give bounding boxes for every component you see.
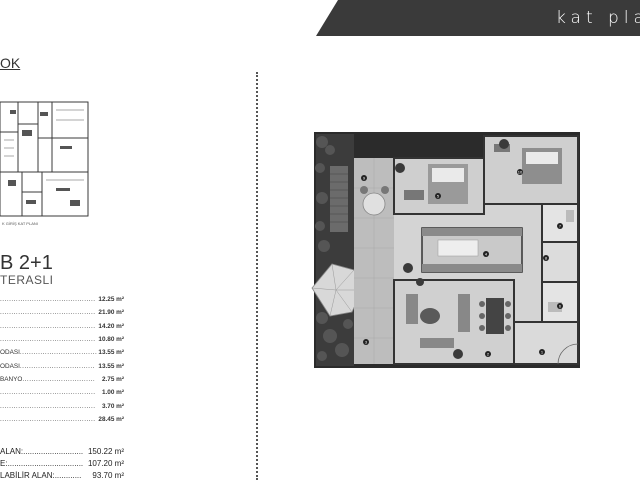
area-row: LABİLİR ALAN:............93.70 m² — [0, 470, 124, 480]
sofa-3 — [420, 338, 454, 348]
hall — [541, 241, 579, 283]
room-row: ........................................… — [0, 336, 124, 344]
room-number: 3 — [365, 340, 368, 345]
unit-type-title: B 2+1 — [0, 252, 53, 274]
room-number: 4 — [485, 252, 488, 257]
room-number: 8 — [545, 256, 548, 261]
unit-type-subtitle: TERASLI — [0, 273, 54, 287]
room-row: ........................................… — [0, 309, 124, 317]
header-banner: kat pla — [316, 0, 640, 36]
room-row: ........................................… — [0, 389, 124, 397]
header-title: kat pla — [556, 8, 640, 28]
sofa-2 — [458, 294, 470, 332]
banner-shape — [316, 0, 640, 36]
terrace-table — [362, 192, 386, 216]
floor-plan: 1 2 3 4 5 6 7 8 9 10 — [311, 132, 580, 368]
room-row: BANYO................................2.7… — [0, 375, 124, 383]
area-row: E:..................................107.… — [0, 458, 124, 468]
entrance — [513, 321, 579, 365]
room-number: 5 — [437, 194, 440, 199]
key-plan-caption: K GİRİŞ KAT PLANI — [2, 221, 38, 226]
entrance-door — [557, 343, 579, 365]
indoor-plants — [395, 139, 509, 359]
key-plan-thumbnail — [0, 101, 89, 217]
vertical-divider — [256, 72, 258, 480]
room-number: 10 — [518, 170, 523, 175]
room-row: ........................................… — [0, 415, 124, 423]
coffee-table — [420, 308, 440, 324]
shrubs — [315, 136, 353, 361]
area-row: ALAN:...........................150.22 m… — [0, 446, 124, 456]
room-number: 6 — [559, 304, 562, 309]
room-number: 9 — [363, 176, 366, 181]
pergola — [330, 166, 348, 232]
room-row: ODASI.................................13… — [0, 362, 124, 370]
room-number: 7 — [559, 224, 562, 229]
room-row: ........................................… — [0, 322, 124, 330]
sofa-1 — [406, 294, 418, 324]
area-summary: ALAN:...........................150.22 m… — [0, 445, 124, 481]
room-row: ........................................… — [0, 402, 124, 410]
room-number: 1 — [541, 350, 544, 355]
room-row: ODASI..................................1… — [0, 349, 124, 357]
room-markers — [361, 169, 563, 357]
room-row: ........................................… — [0, 296, 124, 304]
room-area-list: ........................................… — [0, 293, 124, 426]
dining-table — [486, 298, 504, 334]
block-label: OK — [0, 55, 21, 71]
room-number: 2 — [487, 352, 490, 357]
